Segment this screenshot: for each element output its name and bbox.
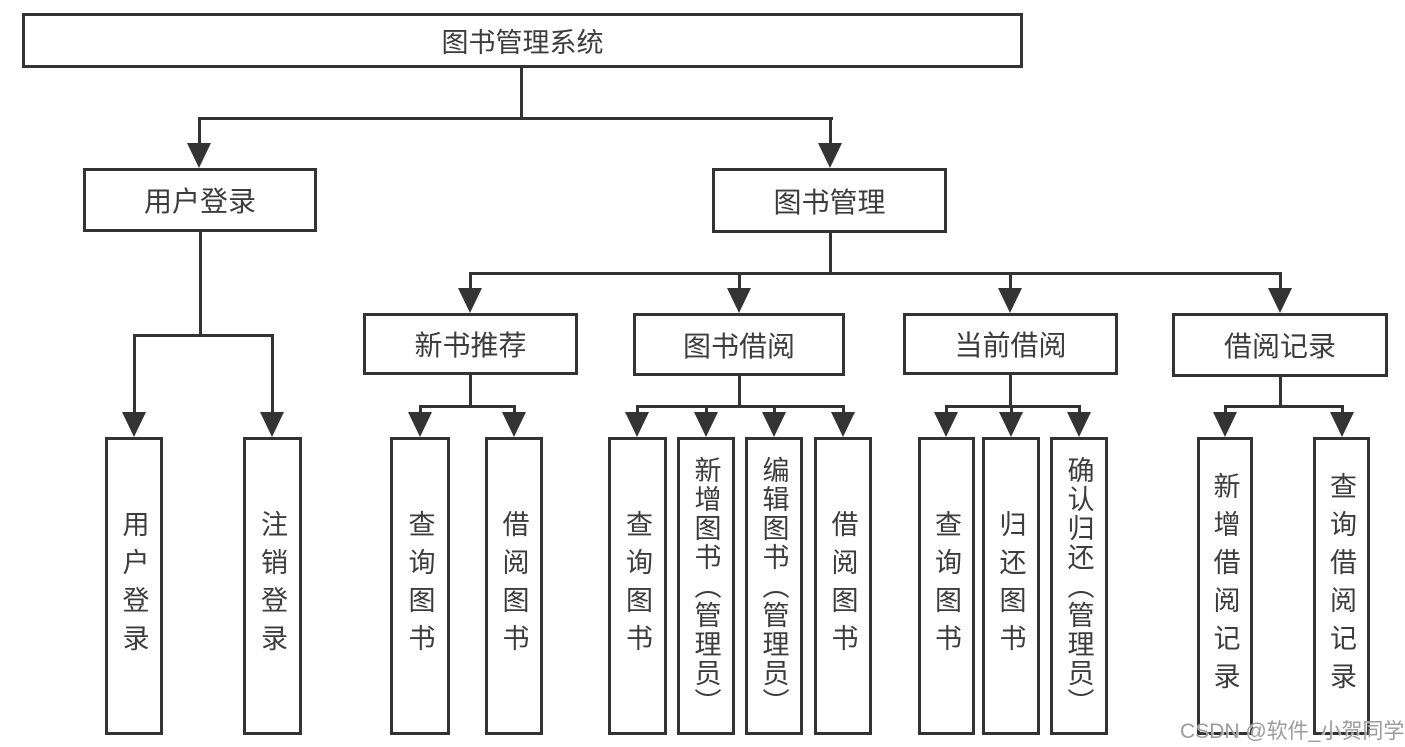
connector-root-stem: [520, 68, 523, 120]
arrow-down-icon: [1330, 412, 1354, 437]
leaf-add-borrow-record: 新增借阅记录: [1197, 437, 1253, 735]
node-library-management-system: 图书管理系统: [22, 13, 1023, 68]
node-label: 图书管理系统: [441, 28, 604, 58]
leaf-label: 借阅图书: [498, 510, 529, 662]
leaf-confirm-return-admin: 确认归还（管理员）: [1050, 437, 1108, 735]
leaf-add-book-admin: 新增图书（管理员）: [677, 437, 735, 735]
connector-arrow-stem: [773, 405, 776, 414]
connector-arrow-stem: [1010, 405, 1013, 414]
leaf-label: 确认归还（管理员）: [1063, 455, 1094, 717]
arrow-down-icon: [818, 143, 842, 168]
watermark: CSDN @软件_小贺同学: [1180, 720, 1405, 743]
connector-bookmgmt-stem: [829, 233, 832, 275]
connector-borrowing-stem: [738, 376, 741, 408]
connector-arrow-stem: [513, 405, 516, 414]
leaf-user-login: 用户登录: [105, 437, 163, 735]
arrow-down-icon: [625, 412, 649, 437]
connector-arrow-stem: [1078, 405, 1081, 414]
node-label: 图书借阅: [682, 330, 795, 362]
leaf-label: 编辑图书（管理员）: [758, 455, 789, 717]
leaf-label: 归还图书: [995, 510, 1026, 662]
node-new-book-recommend: 新书推荐: [363, 313, 578, 375]
arrow-down-icon: [458, 288, 482, 313]
node-user-login: 用户登录: [83, 168, 317, 232]
connector-current-rail: [945, 405, 1081, 408]
leaf-query-books-current: 查询图书: [918, 437, 975, 735]
leaf-label: 新增借阅记录: [1209, 472, 1240, 700]
connector-arrow-stem: [133, 334, 136, 414]
leaf-logout: 注销登录: [243, 437, 302, 735]
node-borrowing-records: 借阅记录: [1172, 313, 1388, 377]
node-label: 当前借阅: [954, 330, 1067, 361]
connector-arrow-stem: [842, 405, 845, 414]
connector-arrow-stem: [636, 405, 639, 414]
arrow-down-icon: [999, 412, 1023, 437]
arrow-down-icon: [998, 288, 1022, 313]
connector-userlogin-stem: [199, 232, 202, 337]
arrow-down-icon: [187, 143, 211, 168]
arrow-down-icon: [122, 412, 146, 437]
arrow-down-icon: [1067, 412, 1091, 437]
leaf-label: 查询图书: [404, 510, 435, 662]
connector-arrow-stem: [1279, 272, 1282, 290]
leaf-label: 用户登录: [118, 510, 149, 662]
leaf-label: 借阅图书: [827, 510, 858, 662]
connector-records-rail: [1224, 405, 1344, 408]
connector-recommend-stem: [469, 375, 472, 408]
connector-arrow-stem: [271, 334, 274, 414]
arrow-down-icon: [260, 412, 284, 437]
leaf-borrow-books: 借阅图书: [814, 437, 872, 735]
node-book-management: 图书管理: [712, 168, 947, 233]
arrow-down-icon: [762, 412, 786, 437]
leaf-query-borrow-record: 查询借阅记录: [1313, 437, 1370, 735]
leaf-label: 新增图书（管理员）: [690, 455, 721, 717]
leaf-label: 查询图书: [622, 510, 652, 662]
connector-arrow-stem: [829, 117, 832, 146]
connector-level2-rail: [469, 272, 1282, 275]
leaf-label: 查询图书: [931, 510, 961, 662]
leaf-borrow-books-recommend: 借阅图书: [485, 437, 543, 735]
leaf-edit-book-admin: 编辑图书（管理员）: [745, 437, 803, 735]
connector-recommend-rail: [419, 405, 516, 408]
leaf-query-books-recommend: 查询图书: [390, 437, 450, 735]
connector-arrow-stem: [1341, 405, 1344, 414]
connector-arrow-stem: [1224, 405, 1227, 414]
arrow-down-icon: [502, 412, 526, 437]
node-book-borrowing: 图书借阅: [633, 313, 845, 376]
connector-arrow-stem: [198, 117, 201, 146]
leaf-label: 查询借阅记录: [1326, 472, 1356, 700]
arrow-down-icon: [1213, 412, 1237, 437]
connector-current-stem: [1009, 375, 1012, 408]
leaf-query-books-borrowing: 查询图书: [608, 437, 667, 735]
connector-arrow-stem: [738, 272, 741, 290]
arrow-down-icon: [1268, 288, 1292, 313]
connector-arrow-stem: [1009, 272, 1012, 290]
arrow-down-icon: [727, 288, 751, 313]
arrow-down-icon: [934, 412, 958, 437]
leaf-label: 注销登录: [257, 510, 287, 662]
node-label: 用户登录: [143, 186, 256, 217]
connector-arrow-stem: [945, 405, 948, 414]
connector-level1-rail: [198, 117, 833, 120]
connector-arrow-stem: [469, 272, 472, 290]
connector-borrowing-rail: [636, 405, 844, 408]
arrow-down-icon: [408, 412, 432, 437]
connector-records-stem: [1279, 377, 1282, 408]
node-label: 借阅记录: [1223, 331, 1336, 362]
connector-arrow-stem: [419, 405, 422, 414]
node-current-borrowing: 当前借阅: [903, 313, 1118, 375]
node-label: 图书管理: [773, 186, 886, 218]
arrow-down-icon: [694, 412, 718, 437]
arrow-down-icon: [831, 412, 855, 437]
node-label: 新书推荐: [414, 330, 527, 361]
leaf-return-book: 归还图书: [982, 437, 1040, 735]
connector-arrow-stem: [705, 405, 708, 414]
connector-userlogin-rail: [133, 334, 274, 337]
